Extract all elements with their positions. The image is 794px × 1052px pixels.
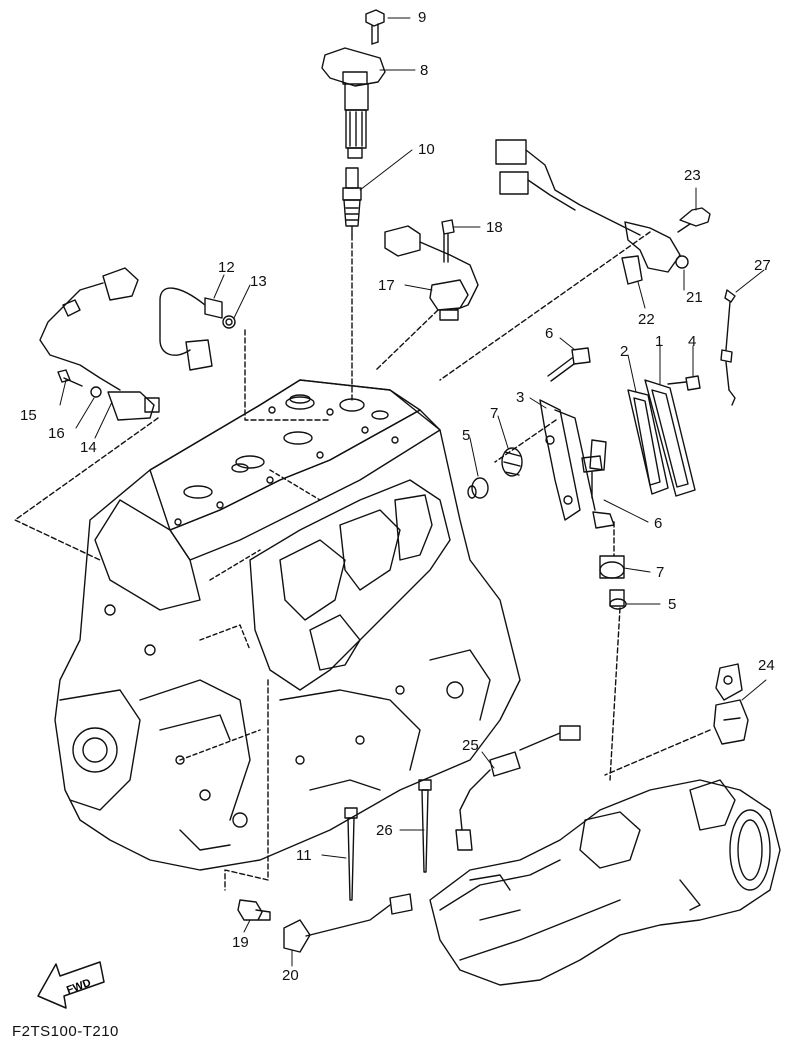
callout-21: 21 — [686, 289, 703, 306]
grommets — [467, 447, 627, 610]
coil-bolt — [365, 9, 385, 45]
exhaust-pipe — [429, 779, 781, 986]
callout-6a: 6 — [545, 325, 554, 342]
callout-19: 19 — [232, 934, 249, 951]
cam-sensor-connector — [384, 219, 479, 321]
callout-7b: 7 — [656, 564, 665, 581]
callout-26: 26 — [376, 822, 393, 839]
callout-22: 22 — [638, 311, 655, 328]
pressure-sensor — [159, 287, 236, 371]
callout-16: 16 — [48, 425, 65, 442]
callout-20: 20 — [282, 967, 299, 984]
callout-6b: 6 — [654, 515, 663, 532]
guide-lines — [14, 231, 711, 891]
callout-23: 23 — [684, 167, 701, 184]
harness-sensor — [495, 139, 711, 285]
callout-3: 3 — [516, 389, 525, 406]
callout-2: 2 — [620, 343, 629, 360]
leader-lines — [59, 17, 767, 967]
fwd-arrow-icon — [37, 961, 105, 1009]
exhaust-temp-sensor — [455, 725, 581, 851]
callout-4: 4 — [688, 333, 697, 350]
callout-9: 9 — [418, 9, 427, 26]
callout-1: 1 — [655, 333, 664, 350]
callout-15: 15 — [20, 407, 37, 424]
sensor-rod — [720, 289, 736, 406]
callout-14: 14 — [80, 439, 97, 456]
bottom-sensors — [237, 893, 413, 953]
sensor-clip — [713, 663, 749, 745]
callout-5b: 5 — [668, 596, 677, 613]
callout-17: 17 — [378, 277, 395, 294]
callout-7a: 7 — [490, 405, 499, 422]
callout-11: 11 — [296, 847, 312, 864]
callout-25: 25 — [462, 737, 479, 754]
callout-12: 12 — [218, 259, 235, 276]
diagram-code: F2TS100-T210 — [12, 1023, 119, 1040]
ignition-coil — [321, 47, 386, 159]
callout-18: 18 — [486, 219, 503, 236]
bolts — [547, 347, 701, 499]
temp-sensor-harness — [39, 267, 160, 421]
fwd-label: FWD — [65, 977, 93, 997]
callout-10: 10 — [418, 141, 435, 158]
callout-13: 13 — [250, 273, 267, 290]
callout-5a: 5 — [462, 427, 471, 444]
callout-27: 27 — [754, 257, 771, 274]
spark-plug — [342, 167, 362, 236]
callout-8: 8 — [420, 62, 429, 79]
callout-24: 24 — [758, 657, 775, 674]
cable-ties — [344, 779, 432, 901]
engine-block — [54, 379, 521, 871]
bracket — [539, 399, 615, 529]
gaskets — [627, 379, 696, 497]
